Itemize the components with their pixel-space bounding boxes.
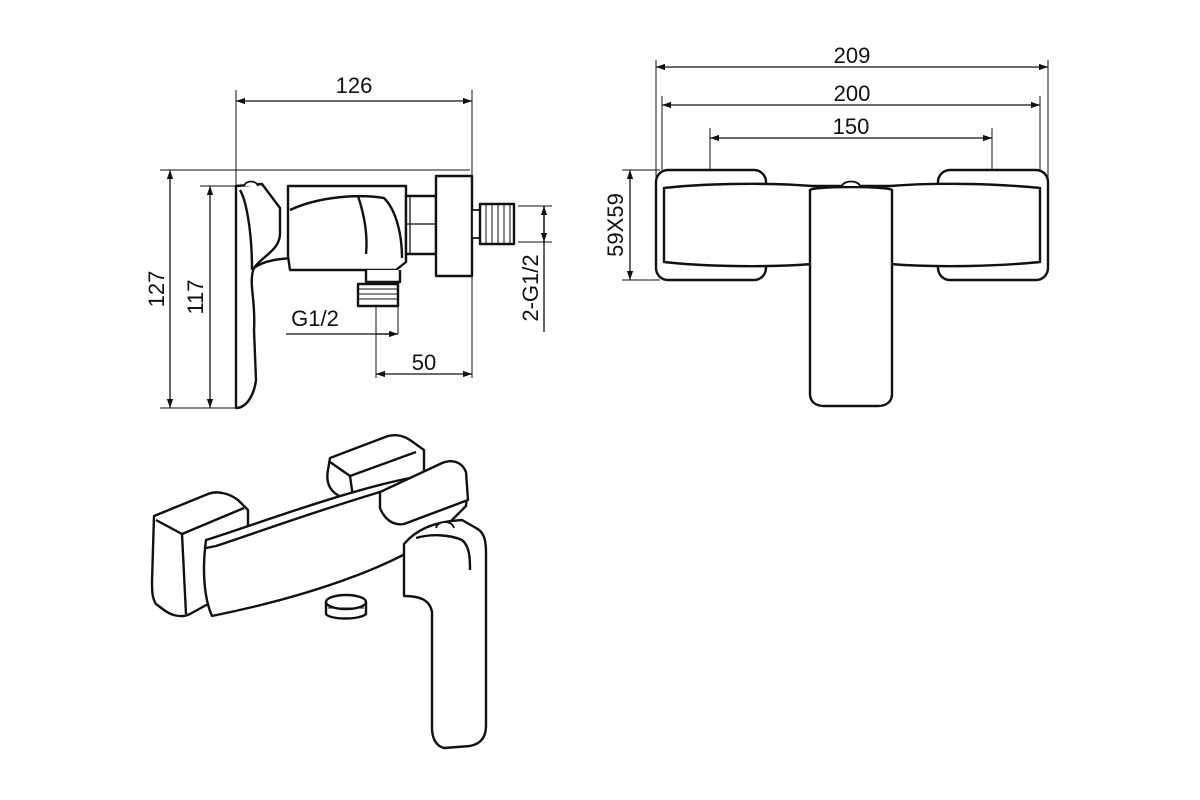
dim-label-117: 117 xyxy=(183,279,208,314)
outlet-thread xyxy=(356,282,400,308)
outlet-spout xyxy=(364,270,402,284)
dim-label-2g12: 2-G1/2 xyxy=(518,254,543,321)
handle-side xyxy=(234,182,282,410)
dim-label-150: 150 xyxy=(833,114,870,139)
body-side xyxy=(286,184,408,272)
dim-label-g12: G1/2 xyxy=(291,306,339,331)
dim-label-209: 209 xyxy=(834,43,871,68)
dim-label-126: 126 xyxy=(336,73,373,98)
isometric-view xyxy=(150,434,488,750)
wall-flange-side xyxy=(434,174,474,278)
iso-handle xyxy=(402,518,488,750)
top-view: 209 200 150 59X59 xyxy=(603,43,1050,408)
side-view: 126 127 117 G1/2 50 2-G1/2 xyxy=(144,73,552,410)
iso-riser xyxy=(378,460,470,526)
dim-label-59x59: 59X59 xyxy=(603,193,628,257)
dim-label-200: 200 xyxy=(834,81,871,106)
dim-label-127: 127 xyxy=(144,271,169,308)
handle-top xyxy=(808,185,894,408)
dim-label-50: 50 xyxy=(412,350,436,375)
